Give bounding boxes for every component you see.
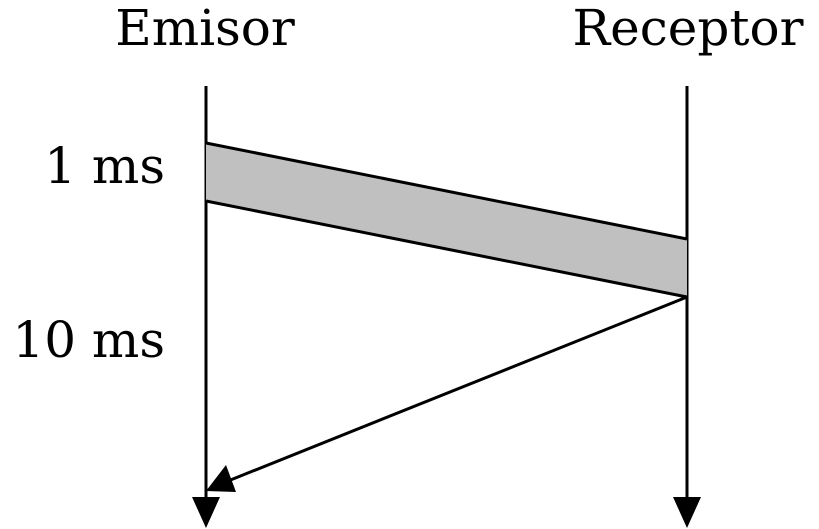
- band-bottom-edge: [205, 199, 688, 299]
- band-top-edge: [205, 141, 688, 241]
- reply-arrowhead-icon: [206, 465, 236, 492]
- time-label-10ms: 10 ms: [12, 311, 165, 369]
- lifeline-emisor-arrowhead-icon: [192, 497, 220, 528]
- participant-emisor: Emisor: [115, 0, 295, 57]
- transmission-band: [206, 143, 687, 297]
- time-label-1ms: 1 ms: [44, 137, 165, 195]
- reply-arrow-line: [227, 295, 688, 483]
- lifeline-receptor-arrowhead-icon: [673, 497, 701, 528]
- participant-receptor: Receptor: [573, 0, 804, 57]
